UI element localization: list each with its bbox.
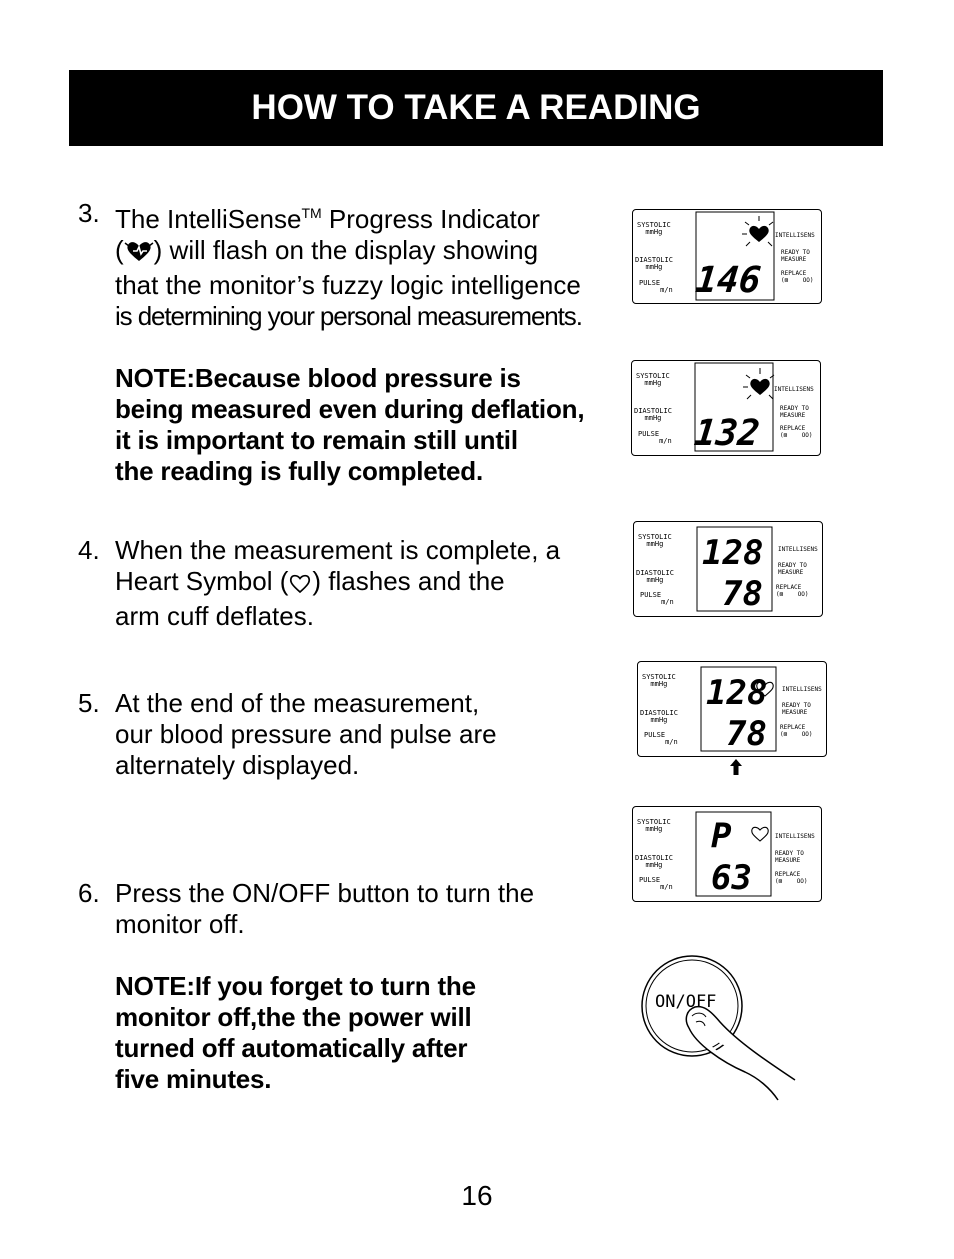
pulse-label: PULSE m/n	[638, 430, 672, 445]
on-off-button-label: ON/OFF	[655, 992, 717, 1012]
lcd-digits-bottom: 78	[722, 574, 763, 614]
on-off-button-drawing	[641, 955, 796, 1101]
step-text: When the measurement is complete, a Hear…	[115, 535, 560, 632]
step-line: At the end of the measurement,	[115, 688, 480, 718]
intellisense-label: INTELLISENS	[775, 232, 815, 239]
step-line: our blood pressure and pulse are	[115, 719, 497, 749]
trademark: TM	[301, 205, 322, 221]
step-line: arm cuff deflates.	[115, 601, 314, 631]
on-off-button-illustration: ON/OFF	[640, 950, 840, 1120]
replace-label: REPLACE(⊠ OO)	[776, 584, 809, 598]
replace-label: REPLACE(⊠ OO)	[775, 871, 808, 885]
pulse-label: PULSE m/n	[639, 876, 673, 891]
step-line: (	[115, 235, 124, 265]
lcd-digits-top: 146	[693, 259, 762, 301]
step-number: 4.	[78, 535, 100, 565]
up-arrow-icon	[730, 759, 742, 775]
step-line: The IntelliSense	[115, 204, 302, 234]
lcd-graphics: 146	[693, 211, 775, 301]
page-title: HOW TO TAKE A READING	[251, 88, 701, 127]
page-header: HOW TO TAKE A READING	[69, 70, 883, 146]
lcd-digits-top: 132	[692, 412, 761, 454]
step-line: monitor off.	[115, 909, 245, 939]
step-note-line: NOTE:Because blood pressure is	[115, 363, 521, 393]
step-note-line: the reading is fully completed.	[115, 456, 483, 486]
step-note-line: turned off automatically after	[115, 1033, 468, 1063]
lcd-digits-top: 128	[706, 673, 767, 713]
step-note-line: five minutes.	[115, 1064, 272, 1094]
step-text: The IntelliSenseTM Progress Indicator ()…	[115, 198, 585, 487]
step-line: alternately displayed.	[115, 750, 360, 780]
step-number: 3.	[78, 198, 100, 228]
step-note-line: being measured even during deflation,	[115, 394, 585, 424]
step-line: Press the ON/OFF button to turn the	[115, 878, 535, 908]
intellisense-flash-icon	[742, 216, 774, 247]
intellisense-label: INTELLISENS	[782, 686, 822, 693]
replace-label: REPLACE(⊠ OO)	[781, 270, 814, 284]
pulse-label: PULSE m/n	[640, 591, 674, 606]
lcd-digits-bottom: 78	[726, 714, 767, 754]
step-number: 6.	[78, 878, 100, 908]
replace-label: REPLACE(⊠ OO)	[780, 724, 813, 738]
pulse-label: PULSE m/n	[644, 731, 678, 746]
step-note-line: monitor off,the the power will	[115, 1002, 472, 1032]
lcd-graphics: P 63	[695, 811, 772, 898]
intellisense-label: INTELLISENS	[778, 546, 818, 553]
page-number: 16	[461, 1180, 493, 1211]
step-line: that the monitor’s fuzzy logic intellige…	[115, 270, 581, 300]
step-note-line: it is important to remain still until	[115, 425, 518, 455]
step-line: When the measurement is complete, a	[115, 535, 561, 565]
step-line: Progress Indicator	[321, 204, 540, 234]
lcd-graphics: 128 78	[700, 666, 777, 754]
replace-label: REPLACE(⊠ OO)	[780, 425, 813, 439]
pulse-label: PULSE m/n	[639, 279, 673, 294]
heart-outline-icon	[288, 570, 312, 601]
step-line: Heart Symbol (	[115, 566, 289, 596]
lcd-graphics: 132	[692, 362, 775, 454]
intellisense-label: INTELLISENS	[774, 386, 814, 393]
lcd-digits-top: P	[711, 816, 732, 856]
lcd-graphics: 128 78	[696, 526, 773, 614]
step-line: is determining your personal measurement…	[115, 301, 583, 331]
step-number: 5.	[78, 688, 100, 718]
step-text: At the end of the measurement, our blood…	[115, 688, 497, 781]
step-note-line: NOTE:If you forget to turn the	[115, 971, 476, 1001]
lcd-digits-bottom: 63	[711, 858, 752, 898]
heart-icon	[756, 681, 774, 697]
intellisense-flash-icon	[743, 368, 775, 400]
step-line: ) will flash on the display showing	[153, 235, 539, 265]
heart-icon	[751, 826, 769, 842]
intellisense-label: INTELLISENS	[775, 833, 815, 840]
intellisense-heart-icon	[124, 239, 154, 270]
step-line: ) flashes and the	[312, 566, 505, 596]
finger-icon	[685, 1005, 796, 1101]
lcd-digits-top: 128	[702, 533, 763, 573]
step-text: Press the ON/OFF button to turn the moni…	[115, 878, 534, 1095]
